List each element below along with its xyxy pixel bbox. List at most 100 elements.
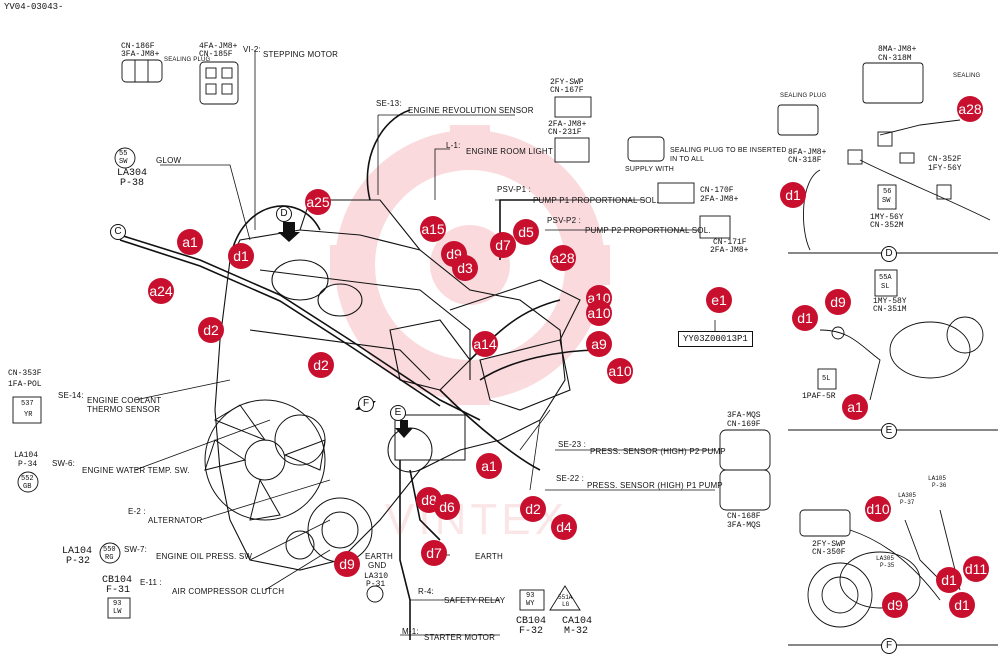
view-marker-e: E <box>390 405 406 421</box>
label-se13: SE-13: <box>376 99 402 108</box>
view-marker-d-inset: D <box>881 246 897 262</box>
callout-d9-b[interactable]: d9 <box>334 551 360 577</box>
code-p35: P-35 <box>880 562 895 569</box>
callout-d2-b[interactable]: d2 <box>308 352 334 378</box>
callout-d1-b[interactable]: d1 <box>780 182 806 208</box>
callout-a9[interactable]: a9 <box>586 331 612 357</box>
pin-gb: GB <box>23 483 32 491</box>
label-sealing-plug-note: SEALING PLUG TO BE INSERTED <box>670 147 787 154</box>
label-psv-p2: PSV-P2 : <box>547 216 582 225</box>
code-la105: LA105 <box>928 475 947 482</box>
callout-d2[interactable]: d2 <box>198 317 224 343</box>
pin-552: 552 <box>21 475 34 483</box>
label-m1: M-1: <box>402 627 419 636</box>
code-3fa-mqs-b: 3FA-MQS <box>727 521 761 530</box>
label-gnd: GND <box>368 561 387 570</box>
view-marker-c: C <box>110 224 126 240</box>
code-2fa-jm8-c: 2FA-JM8+ <box>710 246 749 255</box>
pin-wy: WY <box>526 600 535 608</box>
pin-rg: RG <box>105 554 114 562</box>
code-f32: F-32 <box>519 626 544 637</box>
code-1fa-pol: 1FA-POL <box>8 380 42 389</box>
label-sealing-plug-top: SEALING PLUG <box>164 57 211 63</box>
callout-d1-e[interactable]: d1 <box>949 592 975 618</box>
label-stepping-motor: STEPPING MOTOR <box>263 50 339 59</box>
code-cb104-b: CB104 <box>516 616 547 627</box>
label-se23: SE-23 : <box>558 440 587 449</box>
code-cn318f: CN-318F <box>788 156 822 165</box>
pin-55a: 55A <box>879 274 892 282</box>
callout-a28-b[interactable]: a28 <box>957 96 983 122</box>
code-cn167f: CN-167F <box>550 86 584 95</box>
callout-d5[interactable]: d5 <box>513 219 539 245</box>
label-supply-with: SUPPLY WITH <box>625 166 675 173</box>
pin-lw: LW <box>113 608 122 616</box>
code-1my-56y: 1MY-56Y <box>870 213 904 222</box>
code-cn170f: CN-170F <box>700 186 734 195</box>
code-1paf-5r: 1PAF-5R <box>802 392 836 401</box>
code-m32: M-32 <box>564 626 589 637</box>
callout-d1-d[interactable]: d1 <box>936 567 962 593</box>
inset-panels <box>777 62 998 646</box>
callout-a1[interactable]: a1 <box>177 229 203 255</box>
callout-a10-c[interactable]: a10 <box>607 358 633 384</box>
callout-d6[interactable]: d6 <box>434 494 460 520</box>
callout-d9-d[interactable]: d9 <box>882 592 908 618</box>
code-ca104: CA104 <box>562 616 593 627</box>
pin-551a: 551A <box>558 594 573 601</box>
view-marker-f: F <box>358 396 374 412</box>
pin-5l: 5L <box>822 375 831 383</box>
label-glow: GLOW <box>156 156 182 165</box>
callout-a1-c[interactable]: a1 <box>842 394 868 420</box>
callout-a24[interactable]: a24 <box>148 278 174 304</box>
callout-a1-b[interactable]: a1 <box>476 453 502 479</box>
callout-d1[interactable]: d1 <box>228 243 254 269</box>
callout-a25[interactable]: a25 <box>305 189 331 215</box>
label-engine-room-light: ENGINE ROOM LIGHT <box>466 147 553 156</box>
callout-d11[interactable]: d11 <box>963 556 989 582</box>
callout-e1[interactable]: e1 <box>706 287 732 313</box>
label-sw7: SW-7: <box>124 545 148 554</box>
callout-d2-c[interactable]: d2 <box>520 496 546 522</box>
label-vi2: VI-2: <box>243 45 261 54</box>
label-engine-revolution-sensor: ENGINE REVOLUTION SENSOR <box>408 106 534 115</box>
callout-d9-c[interactable]: d9 <box>825 289 851 315</box>
code-cn171f: CN-171F <box>713 238 747 247</box>
callout-a14[interactable]: a14 <box>472 331 498 357</box>
code-p37: P-37 <box>900 499 915 506</box>
label-p1-pump-sensor: PRESS. SENSOR (HIGH) P1 PUMP <box>587 481 723 490</box>
code-cn186f: CN-186F <box>121 42 155 51</box>
code-8fa-jm8: 8FA-JM8+ <box>788 148 827 157</box>
callout-d1-c[interactable]: d1 <box>792 305 818 331</box>
code-cn231f: CN-231F <box>548 128 582 137</box>
view-marker-f-inset: F <box>881 638 897 654</box>
callout-a28[interactable]: a28 <box>550 245 576 271</box>
view-marker-e-inset: E <box>881 423 897 439</box>
callout-d7[interactable]: d7 <box>490 232 516 258</box>
callout-d4[interactable]: d4 <box>551 514 577 540</box>
label-sealing-d: SEALING <box>953 73 981 79</box>
label-in-to-all: IN TO ALL <box>670 156 705 163</box>
code-cb104-a: CB104 <box>102 575 133 586</box>
code-p31: P-31 <box>366 580 386 589</box>
code-cn168f: CN-168F <box>727 512 761 521</box>
code-p32: P-32 <box>66 556 91 567</box>
label-alternator: ALTERNATOR <box>148 516 203 525</box>
callout-a15[interactable]: a15 <box>420 216 446 242</box>
code-1my-58y: 1MY-58Y <box>873 297 907 306</box>
callout-d10[interactable]: d10 <box>865 496 891 522</box>
pin-sw-b: SW <box>882 197 891 205</box>
label-se22: SE-22 : <box>556 474 585 483</box>
code-cn350f: CN-350F <box>812 548 846 557</box>
code-cn353f: CN-353F <box>8 369 42 378</box>
callout-a10-b[interactable]: a10 <box>586 300 612 326</box>
label-engine-coolant: ENGINE COOLANT <box>87 396 162 405</box>
code-2fy-swp-b: 2FY-SWP <box>812 540 846 549</box>
code-cn351m: CN-351M <box>873 305 907 314</box>
callout-d3[interactable]: d3 <box>452 255 478 281</box>
pin-93-a: 93 <box>113 600 122 608</box>
callout-d7-b[interactable]: d7 <box>421 540 447 566</box>
label-e11: E-11 : <box>140 578 162 587</box>
code-cn352f: CN-352F <box>928 155 962 164</box>
